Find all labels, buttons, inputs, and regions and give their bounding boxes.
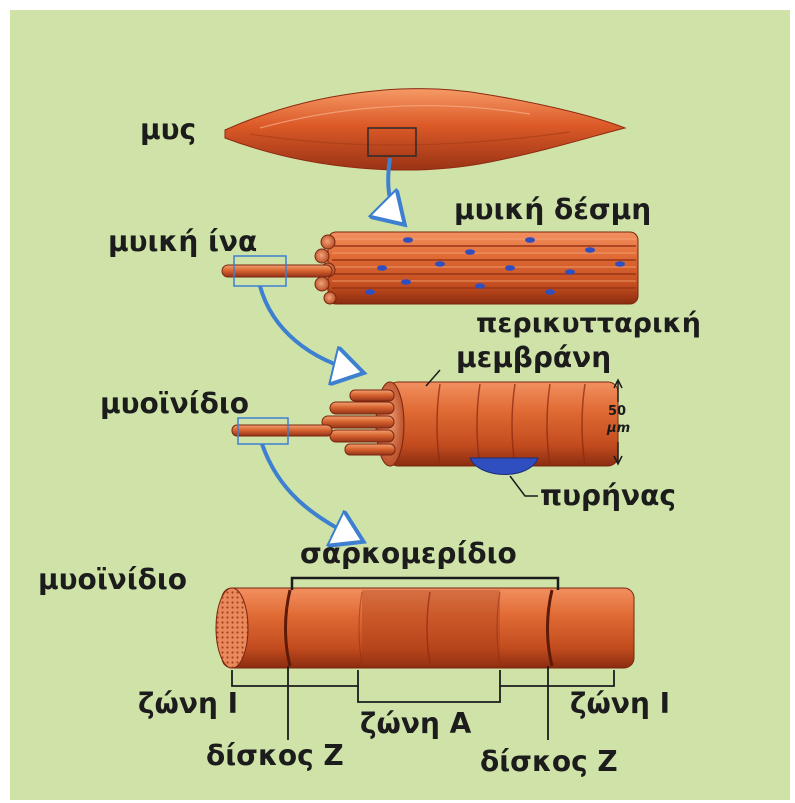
label-zone-i-right: ζώνη Ι bbox=[570, 690, 670, 718]
diagram-panel: μυς μυική δέσμη μυική ίνα περικυτταρική … bbox=[10, 10, 790, 800]
label-myofibril-bottom: μυοϊνίδιο bbox=[38, 566, 187, 594]
single-myofibril bbox=[232, 425, 332, 436]
myofibril-cylinder bbox=[216, 588, 634, 668]
label-disc-z-left: δίσκος Ζ bbox=[206, 742, 344, 770]
label-membrane-line1: περικυτταρική bbox=[476, 310, 701, 337]
label-myofibril-mid: μυοϊνίδιο bbox=[100, 390, 249, 418]
label-nucleus: πυρήνας bbox=[540, 482, 676, 510]
single-fiber bbox=[222, 265, 332, 277]
label-disc-z-right: δίσκος Ζ bbox=[480, 748, 618, 776]
label-muscle-fiber: μυική ίνα bbox=[108, 228, 257, 256]
label-zone-a: ζώνη Α bbox=[360, 710, 471, 738]
label-scale-unit: μm bbox=[607, 422, 630, 435]
label-membrane-line2: μεμβράνη bbox=[456, 344, 611, 372]
label-scale-value: 50 bbox=[608, 405, 626, 418]
label-sarcomere: σαρκομερίδιο bbox=[300, 540, 517, 568]
label-muscle: μυς bbox=[140, 116, 196, 144]
label-zone-i-left: ζώνη Ι bbox=[138, 690, 238, 718]
label-fascicle: μυική δέσμη bbox=[454, 196, 651, 224]
